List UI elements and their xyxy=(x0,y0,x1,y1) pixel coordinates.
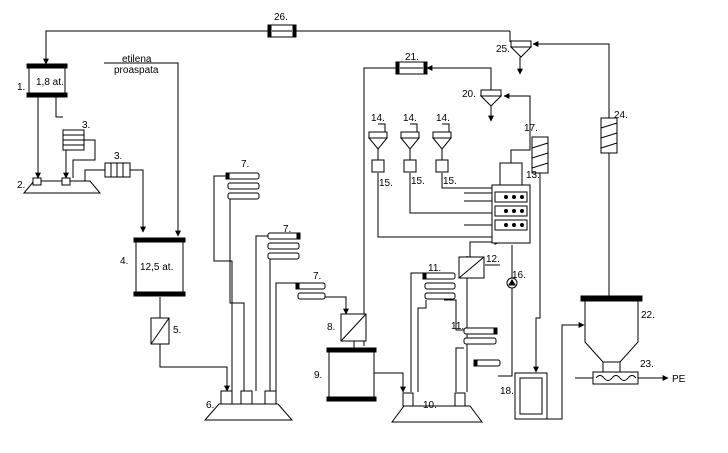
label-9: 9. xyxy=(314,370,322,381)
label-2: 2. xyxy=(17,180,25,191)
heat-exchanger-3a xyxy=(62,129,85,151)
dosing-unit-15a xyxy=(371,159,385,173)
vessel-4 xyxy=(133,237,186,297)
cooler-7b xyxy=(267,232,301,260)
product-label: PE xyxy=(672,374,686,385)
feed-label-line1: etilena xyxy=(122,54,152,65)
compressor-10 xyxy=(391,392,483,423)
feed-label-line2: proaspata xyxy=(114,65,159,76)
label-3b: 3. xyxy=(114,151,122,162)
heat-exchanger-12 xyxy=(458,256,485,279)
label-6: 6. xyxy=(206,400,214,411)
cooler-24 xyxy=(600,117,618,154)
label-5: 5. xyxy=(173,325,181,336)
compressor-2 xyxy=(22,177,102,194)
label-16: 16. xyxy=(512,270,526,281)
label-15c: 15. xyxy=(443,176,457,187)
feed-hopper-14c xyxy=(431,123,453,150)
label-20: 20. xyxy=(462,89,476,100)
silo-22 xyxy=(580,295,643,373)
conveyor-23 xyxy=(592,371,639,385)
dosing-unit-15c xyxy=(435,159,449,173)
filter-5 xyxy=(150,317,170,345)
feed-hopper-14a xyxy=(367,123,389,150)
label-13: 13. xyxy=(526,170,540,181)
label-10: 10. xyxy=(423,400,437,411)
label-22: 22. xyxy=(641,310,655,321)
cooler-17 xyxy=(531,136,549,174)
feed-hopper-14b xyxy=(399,123,421,150)
label-26: 26. xyxy=(274,12,288,23)
label-1-pressure: 1,8 at. xyxy=(36,77,64,88)
vessel-9 xyxy=(326,347,377,402)
label-17: 17. xyxy=(524,123,538,134)
label-7b: 7. xyxy=(283,224,291,235)
filter-8 xyxy=(340,313,367,342)
label-21: 21. xyxy=(405,52,419,63)
vessel-18 xyxy=(514,372,548,420)
label-18: 18. xyxy=(500,386,514,397)
separator-25 xyxy=(509,40,533,58)
label-8: 8. xyxy=(327,322,335,333)
pump-16 xyxy=(506,277,518,289)
cyclone-20 xyxy=(479,89,503,107)
label-11b: 11. xyxy=(451,321,464,332)
label-7a: 7. xyxy=(241,159,249,170)
cooler-11b xyxy=(463,327,501,367)
cooler-26 xyxy=(267,24,297,38)
cooler-7a xyxy=(225,172,260,200)
label-3a: 3. xyxy=(82,120,90,131)
cooler-21 xyxy=(395,61,428,75)
label-14a: 14. xyxy=(371,113,385,124)
label-7c: 7. xyxy=(313,271,321,282)
label-24: 24. xyxy=(614,110,628,121)
vessel-1 xyxy=(26,63,68,98)
label-1: 1. xyxy=(17,82,25,93)
label-12: 12. xyxy=(486,254,500,265)
label-14c: 14. xyxy=(436,113,450,124)
label-14b: 14. xyxy=(403,113,417,124)
cooler-11a xyxy=(422,272,456,300)
label-11a: 11. xyxy=(428,263,441,274)
label-23: 23. xyxy=(640,359,654,370)
compressor-6 xyxy=(203,390,294,421)
reactor-13 xyxy=(491,162,531,244)
label-15a: 15. xyxy=(379,178,393,189)
heat-exchanger-3b xyxy=(104,162,131,178)
label-25: 25. xyxy=(496,44,510,55)
equipment-labels: 26. 25. 1. 1,8 at. etilena proaspata 3. … xyxy=(17,12,686,411)
cooler-7c xyxy=(295,282,326,300)
label-4: 4. xyxy=(120,256,128,267)
label-4-pressure: 12,5 at. xyxy=(140,262,173,273)
label-15b: 15. xyxy=(411,176,425,187)
dosing-unit-15b xyxy=(403,159,417,173)
